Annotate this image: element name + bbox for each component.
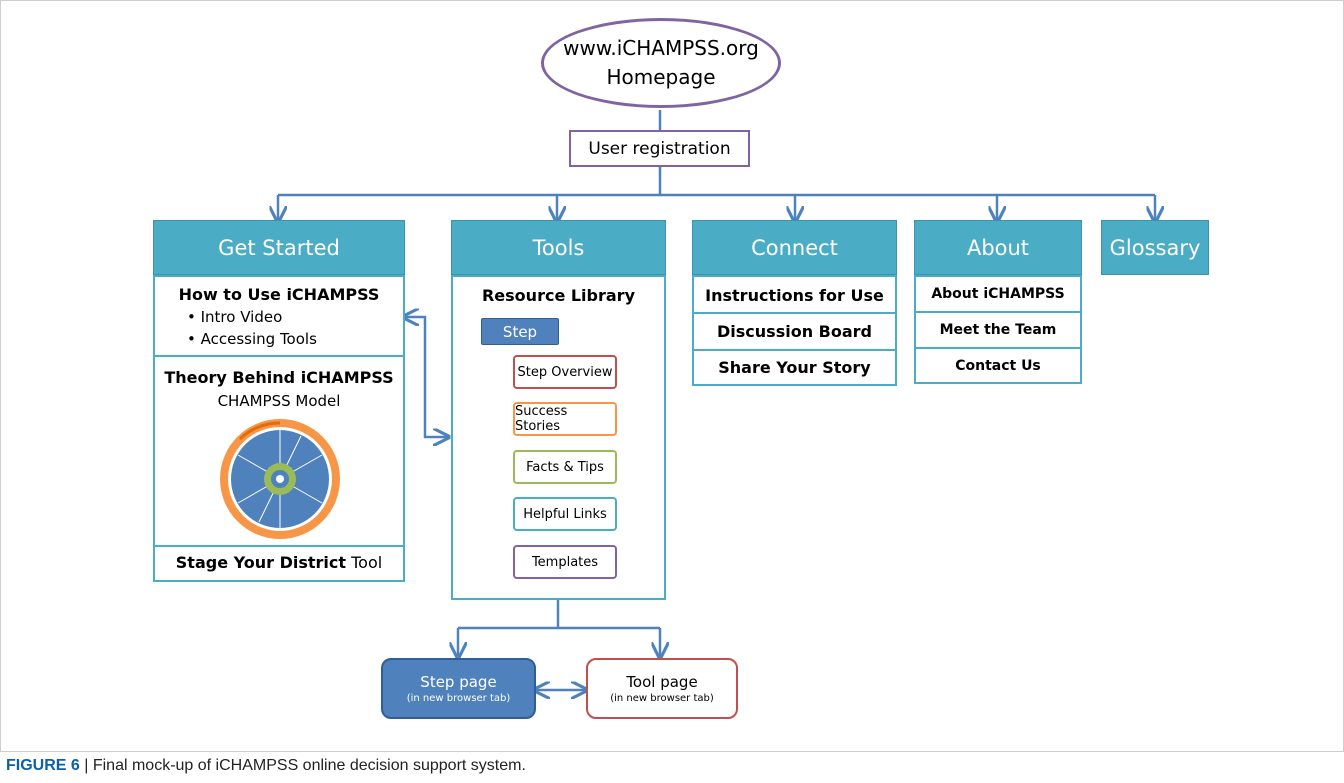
about-panel: About iCHAMPSS Meet the Team Contact Us — [914, 275, 1082, 384]
divider — [155, 355, 403, 357]
connect-label: Connect — [751, 235, 838, 260]
about-label: About — [966, 235, 1030, 260]
templates-label: Templates — [531, 554, 599, 570]
figure-caption-text: | Final mock-up of iCHAMPSS online decis… — [79, 757, 526, 774]
glossary-label: Glossary — [1109, 235, 1201, 260]
tool-page-subtitle: (in new browser tab) — [610, 693, 714, 704]
figure-caption-label: FIGURE 6 — [6, 757, 80, 774]
get-started-panel: How to Use iCHAMPSS • Intro Video • Acce… — [153, 275, 405, 582]
glossary-header[interactable]: Glossary — [1101, 220, 1209, 275]
step-item-helpful-links[interactable]: Helpful Links — [513, 497, 617, 531]
get-started-label: Get Started — [218, 235, 340, 260]
step-page-box[interactable]: Step page (in new browser tab) — [381, 658, 536, 719]
meet-the-team-label: Meet the Team — [939, 322, 1057, 338]
user-registration-label: User registration — [588, 138, 731, 159]
contact-us-link[interactable]: Contact Us — [916, 349, 1080, 382]
stage-your-district-rest: Tool — [346, 553, 383, 572]
theory-title[interactable]: Theory Behind iCHAMPSS — [164, 368, 394, 387]
divider — [694, 349, 895, 351]
resource-library-title[interactable]: Resource Library — [481, 286, 635, 305]
step-overview-label: Step Overview — [517, 364, 613, 380]
homepage-oval[interactable]: www.iCHAMPSS.org Homepage — [541, 18, 781, 108]
homepage-url: www.iCHAMPSS.org — [563, 36, 759, 60]
step-item-success-stories[interactable]: Success Stories — [513, 402, 617, 436]
success-stories-label: Success Stories — [515, 404, 568, 434]
stage-your-district-bold: Stage Your District — [175, 553, 347, 572]
get-started-header[interactable]: Get Started — [153, 220, 405, 275]
tool-page-box[interactable]: Tool page (in new browser tab) — [586, 658, 738, 719]
connector-lines — [0, 110, 1344, 752]
bullet-intro-video[interactable]: • Intro Video — [187, 308, 283, 326]
connect-header[interactable]: Connect — [692, 220, 897, 275]
tools-header[interactable]: Tools — [451, 220, 666, 275]
facts-tips-label: Facts & Tips — [526, 459, 604, 475]
bullet-intro-video-label: Intro Video — [200, 308, 283, 326]
divider — [916, 347, 1080, 349]
step-label: Step — [502, 322, 538, 341]
how-to-use-title[interactable]: How to Use iCHAMPSS — [178, 285, 380, 304]
bullet-accessing-tools[interactable]: • Accessing Tools — [187, 330, 317, 348]
champss-model-label: CHAMPSS Model — [217, 392, 341, 410]
step-item-facts-tips[interactable]: Facts & Tips — [513, 450, 617, 484]
step-box[interactable]: Step — [481, 318, 559, 345]
tool-page-title: Tool page — [626, 673, 698, 691]
step-item-templates[interactable]: Templates — [513, 545, 617, 579]
user-registration-box[interactable]: User registration — [569, 130, 750, 167]
connect-panel: Instructions for Use Discussion Board Sh… — [692, 275, 897, 386]
homepage-label: Homepage — [606, 65, 716, 89]
discussion-board-link[interactable]: Discussion Board — [694, 314, 895, 349]
about-ichampss-label: About iCHAMPSS — [931, 286, 1065, 302]
share-your-story-link[interactable]: Share Your Story — [694, 351, 895, 384]
divider — [916, 311, 1080, 313]
step-item-step-overview[interactable]: Step Overview — [513, 355, 617, 389]
tools-label: Tools — [532, 235, 585, 260]
about-header[interactable]: About — [914, 220, 1082, 275]
bullet-accessing-tools-label: Accessing Tools — [200, 330, 317, 348]
champss-model-wheel — [220, 419, 340, 539]
figure-caption: FIGURE 6 | Final mock-up of iCHAMPSS onl… — [6, 757, 1336, 775]
contact-us-label: Contact Us — [955, 357, 1041, 374]
stage-your-district-tool[interactable]: Stage Your District Tool — [155, 553, 403, 572]
step-page-title: Step page — [420, 673, 497, 691]
instructions-label: Instructions for Use — [705, 285, 884, 305]
discussion-board-label: Discussion Board — [717, 322, 872, 341]
divider — [694, 312, 895, 314]
divider — [155, 545, 403, 547]
how-to-use-section: How to Use iCHAMPSS • Intro Video • Acce… — [155, 277, 403, 357]
step-page-subtitle: (in new browser tab) — [406, 693, 511, 704]
about-ichampss-link[interactable]: About iCHAMPSS — [916, 277, 1080, 311]
helpful-links-label: Helpful Links — [523, 506, 607, 522]
instructions-for-use-link[interactable]: Instructions for Use — [694, 277, 895, 313]
meet-the-team-link[interactable]: Meet the Team — [916, 313, 1080, 347]
share-your-story-label: Share Your Story — [718, 358, 871, 377]
